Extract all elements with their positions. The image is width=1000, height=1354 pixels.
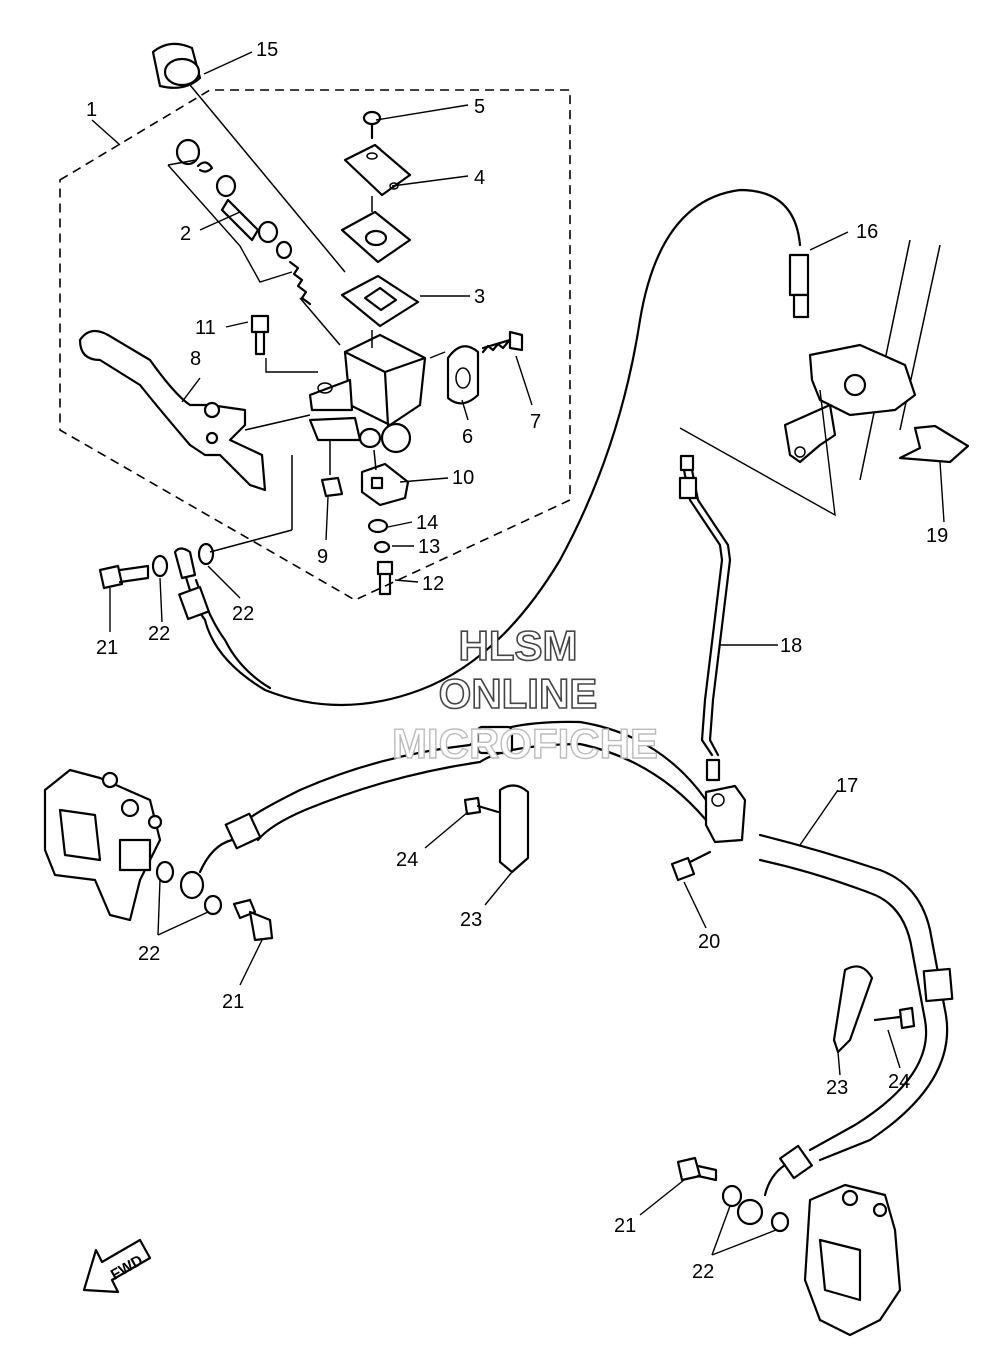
assembly-boundary: [59, 89, 571, 601]
part-22-21-left-banjo: [155, 860, 274, 942]
callout-19: 19: [926, 525, 948, 547]
part-12-screw: [376, 560, 394, 596]
fwd-arrow: FWD: [82, 1238, 152, 1294]
callout-20: 20: [698, 931, 720, 953]
callout-22-right: 22: [692, 1261, 714, 1283]
part-17-joint-and-hose: [704, 784, 954, 1197]
part-18-brake-pipe: [678, 454, 732, 782]
callout-22-left: 22: [138, 943, 160, 965]
callout-14: 14: [416, 512, 438, 534]
part-15-boot: [151, 42, 346, 273]
part-10-switch: [360, 449, 410, 507]
part-7-bolt: [429, 330, 524, 359]
part-23-24-center-clamp: [463, 784, 530, 874]
callout-23-center: 23: [460, 909, 482, 931]
watermark-line3: MICROFICHE: [392, 720, 658, 767]
part-2-piston-kit: [167, 138, 341, 346]
fork-bracket-right: [679, 239, 941, 517]
callout-16: 16: [856, 221, 878, 243]
part-23-24-right-clamp: [832, 965, 916, 1054]
leader-lines: [91, 51, 945, 1256]
callout-21-right: 21: [614, 1215, 636, 1237]
part-20-joint-bolt: [670, 850, 712, 882]
part-21-banjo-bolt-top: [98, 455, 293, 590]
watermark-line1: HLSM: [459, 622, 578, 669]
callout-4: 4: [474, 167, 485, 189]
callout-9: 9: [317, 546, 328, 568]
part-13-lockwasher: [373, 540, 391, 554]
watermark: HLSM ONLINE MICROFICHE: [391, 621, 658, 768]
callout-2: 2: [180, 223, 191, 245]
callout-15: 15: [256, 39, 278, 61]
caliper-right: [803, 1183, 902, 1337]
callout-7: 7: [530, 411, 541, 433]
part-5-screw: [362, 110, 382, 140]
part-14-washer: [367, 518, 389, 534]
callout-5: 5: [474, 96, 485, 118]
part-9-nut: [320, 440, 344, 498]
part-3-boot: [340, 274, 420, 328]
callout-6: 6: [462, 426, 473, 448]
part-19-clip: [898, 424, 970, 464]
callouts: 1 2 3 4 5 6 7 8 9 10 11 12 13 14 15 16 1…: [86, 39, 948, 1283]
callout-10: 10: [452, 467, 474, 489]
part-16-upper-hose: [173, 188, 810, 707]
master-cylinder-body: [308, 330, 427, 454]
callout-12: 12: [422, 573, 444, 595]
callout-22-top-b: 22: [232, 603, 254, 625]
callout-11: 11: [195, 317, 216, 339]
watermark-line2: ONLINE: [439, 670, 598, 717]
callout-17: 17: [836, 775, 858, 797]
callout-1: 1: [86, 99, 97, 121]
callout-18: 18: [780, 635, 802, 657]
callout-23-right: 23: [826, 1077, 848, 1099]
part-21-22-right-banjo: [676, 1156, 790, 1233]
callout-8: 8: [190, 348, 201, 370]
caliper-left: [43, 768, 163, 922]
part-diaphragm-plate: [340, 210, 412, 264]
callout-24-center: 24: [396, 849, 418, 871]
part-8-lever: [78, 329, 311, 492]
part-11-pivot-bolt: [250, 314, 318, 373]
callout-21-top: 21: [96, 637, 118, 659]
callout-24-right: 24: [888, 1071, 910, 1093]
callout-22-top-a: 22: [148, 623, 170, 645]
callout-3: 3: [474, 286, 485, 308]
part-4-cap: [343, 143, 412, 212]
callout-21-left: 21: [222, 991, 244, 1013]
callout-13: 13: [418, 536, 440, 558]
part-6-clamp: [446, 345, 480, 405]
left-caliper-hose: [198, 720, 708, 874]
